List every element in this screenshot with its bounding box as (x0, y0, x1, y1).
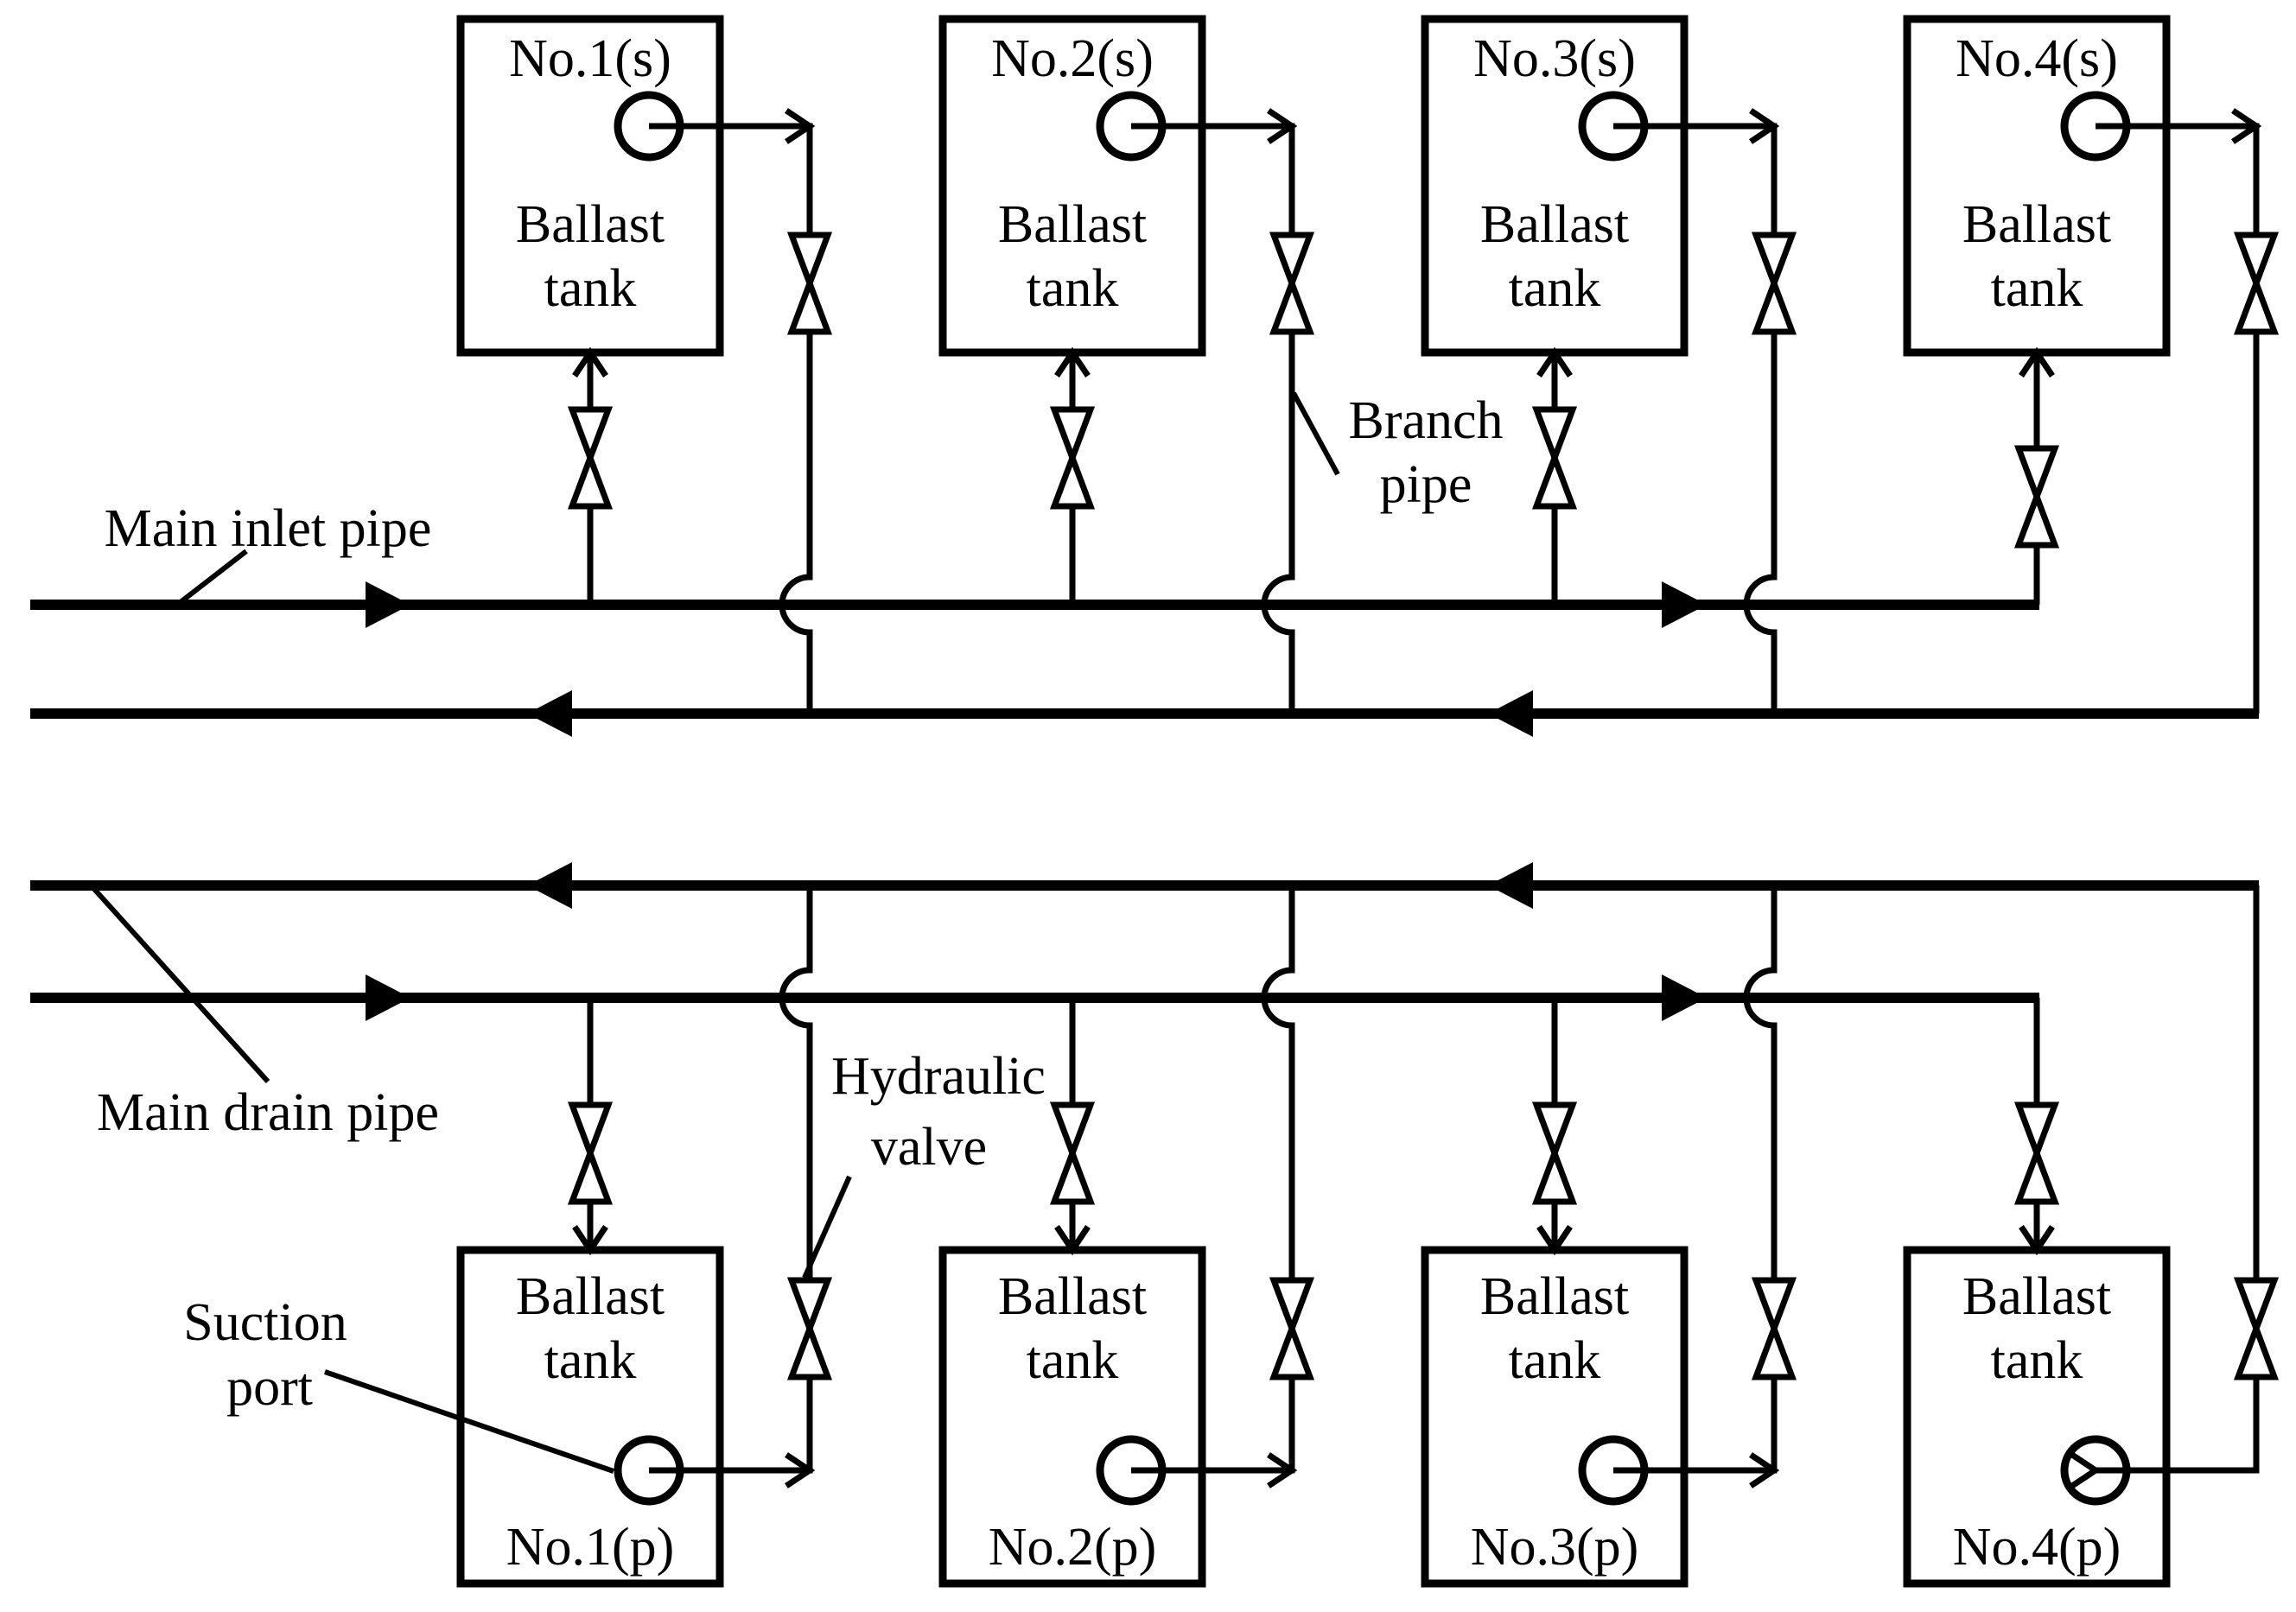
leader-main-inlet-pipe (175, 549, 248, 607)
suction-branch-pipe-no3s (1613, 123, 1778, 714)
hydraulic-valve-icon-suction-no4s (2238, 235, 2274, 332)
suction-port-circle-no4p (2060, 1435, 2131, 1506)
suction-port-circle-no1p (614, 1435, 684, 1506)
tank-name-line2: tank (1509, 1331, 1601, 1390)
tank-name-line1: Ballast (516, 1267, 665, 1326)
tank-box-no2s (938, 15, 1206, 357)
tank-name-line2: tank (1991, 259, 2083, 318)
suction-port-circle-no2s (1096, 91, 1167, 162)
tank-name-line2: tank (544, 259, 637, 318)
tank-box-no4p (1903, 1246, 2171, 1588)
suction-port-circle-no2p (1096, 1435, 1167, 1506)
suction-branch-pipe-no1s (649, 123, 813, 714)
hydraulic-valve-icon-inlet-no4p (2019, 1105, 2055, 1202)
tank-number-label: No.4(p) (1953, 1518, 2121, 1577)
hydraulic-valve-icon-suction-no1p (792, 1280, 828, 1377)
label-branch-pipe-line1: Branch (1348, 391, 1503, 450)
tank-box-no1s (456, 15, 724, 357)
hydraulic-valve-icon-inlet-no2p (1054, 1105, 1091, 1202)
tank-number-label: No.1(p) (506, 1518, 675, 1577)
tank-name-line1: Ballast (516, 195, 665, 254)
tank-box-no2p (938, 1246, 1206, 1588)
tank-box-no1p (456, 1246, 724, 1588)
tank-name-line1: Ballast (1480, 1267, 1629, 1326)
flow-arrow-left-icon (527, 862, 572, 909)
label-branch-pipe-line2: pipe (1380, 455, 1472, 514)
suction-port-circle-no4s (2060, 91, 2131, 162)
tank-name-line2: tank (544, 1331, 637, 1390)
tank-number-label: No.2(p) (989, 1518, 1157, 1577)
hydraulic-valve-icon-inlet-no1p (572, 1105, 608, 1202)
label-main-inlet-pipe: Main inlet pipe (105, 499, 432, 558)
tank-name-line1: Ballast (998, 1267, 1147, 1326)
flow-arrow-right-icon (366, 581, 410, 628)
hydraulic-valve-icon-suction-no4p (2238, 1280, 2274, 1377)
tank-name-line1: Ballast (998, 195, 1147, 254)
tank-number-label: No.1(s) (509, 29, 671, 88)
suction-branch-pipe-no4p (2096, 885, 2260, 1474)
leader-branch-pipe (1291, 391, 1340, 476)
tank-number-label: No.3(s) (1473, 29, 1636, 88)
suction-port-circle-no3p (1578, 1435, 1649, 1506)
suction-port-circle-no3s (1578, 91, 1649, 162)
label-main-drain-pipe: Main drain pipe (97, 1083, 439, 1142)
leader-main-drain-pipe (91, 885, 270, 1084)
flow-arrow-left-icon (1488, 862, 1533, 909)
tank-name-line1: Ballast (1962, 195, 2111, 254)
hydraulic-valve-icon-suction-no1s (792, 235, 828, 332)
hydraulic-valve-icon-suction-no3s (1756, 235, 1792, 332)
flow-arrow-left-icon (1488, 690, 1533, 737)
hydraulic-valve-icon-suction-no2s (1274, 235, 1310, 332)
flow-arrow-right-icon (1662, 974, 1707, 1021)
flow-arrow-right-icon (366, 974, 410, 1021)
tank-name-line2: tank (1991, 1331, 2083, 1390)
flow-arrow-right-icon (1662, 581, 1707, 628)
label-hydraulic-valve-line2: valve (871, 1118, 987, 1177)
hydraulic-valve-icon-inlet-no2s (1054, 409, 1091, 506)
suction-branch-pipe-no3p (1613, 885, 1778, 1474)
tank-number-label: No.2(s) (991, 29, 1154, 88)
tank-name-line2: tank (1027, 1331, 1119, 1390)
label-suction-port-line2: port (226, 1358, 313, 1417)
suction-branch-pipe-no2s (1131, 123, 1295, 714)
tank-number-label: No.3(p) (1471, 1518, 1639, 1577)
leader-suction-port (324, 1369, 614, 1474)
suction-branch-pipe-no2p (1131, 885, 1295, 1474)
hydraulic-valve-icon-suction-no3p (1756, 1280, 1792, 1377)
tank-name-line2: tank (1027, 259, 1119, 318)
tank-number-label: No.4(s) (1956, 29, 2118, 88)
tank-box-no4s (1903, 15, 2171, 357)
label-hydraulic-valve-line1: Hydraulic (831, 1047, 1046, 1106)
leader-hydraulic-valve (802, 1175, 852, 1279)
tank-box-no3p (1421, 1246, 1689, 1588)
flow-arrow-left-icon (527, 690, 572, 737)
hydraulic-valve-icon-inlet-no3s (1536, 409, 1573, 506)
hydraulic-valve-icon-inlet-no3p (1536, 1105, 1573, 1202)
label-suction-port-line1: Suction (183, 1293, 347, 1352)
hydraulic-valve-icon-inlet-no4s (2019, 448, 2055, 545)
tank-name-line1: Ballast (1962, 1267, 2111, 1326)
suction-port-circle-no1s (614, 91, 684, 162)
tank-name-line1: Ballast (1480, 195, 1629, 254)
hydraulic-valve-icon-inlet-no1s (572, 409, 608, 506)
suction-branch-pipe-no1p (649, 885, 813, 1474)
hydraulic-valve-icon-suction-no2p (1274, 1280, 1310, 1377)
tank-name-line2: tank (1509, 259, 1601, 318)
